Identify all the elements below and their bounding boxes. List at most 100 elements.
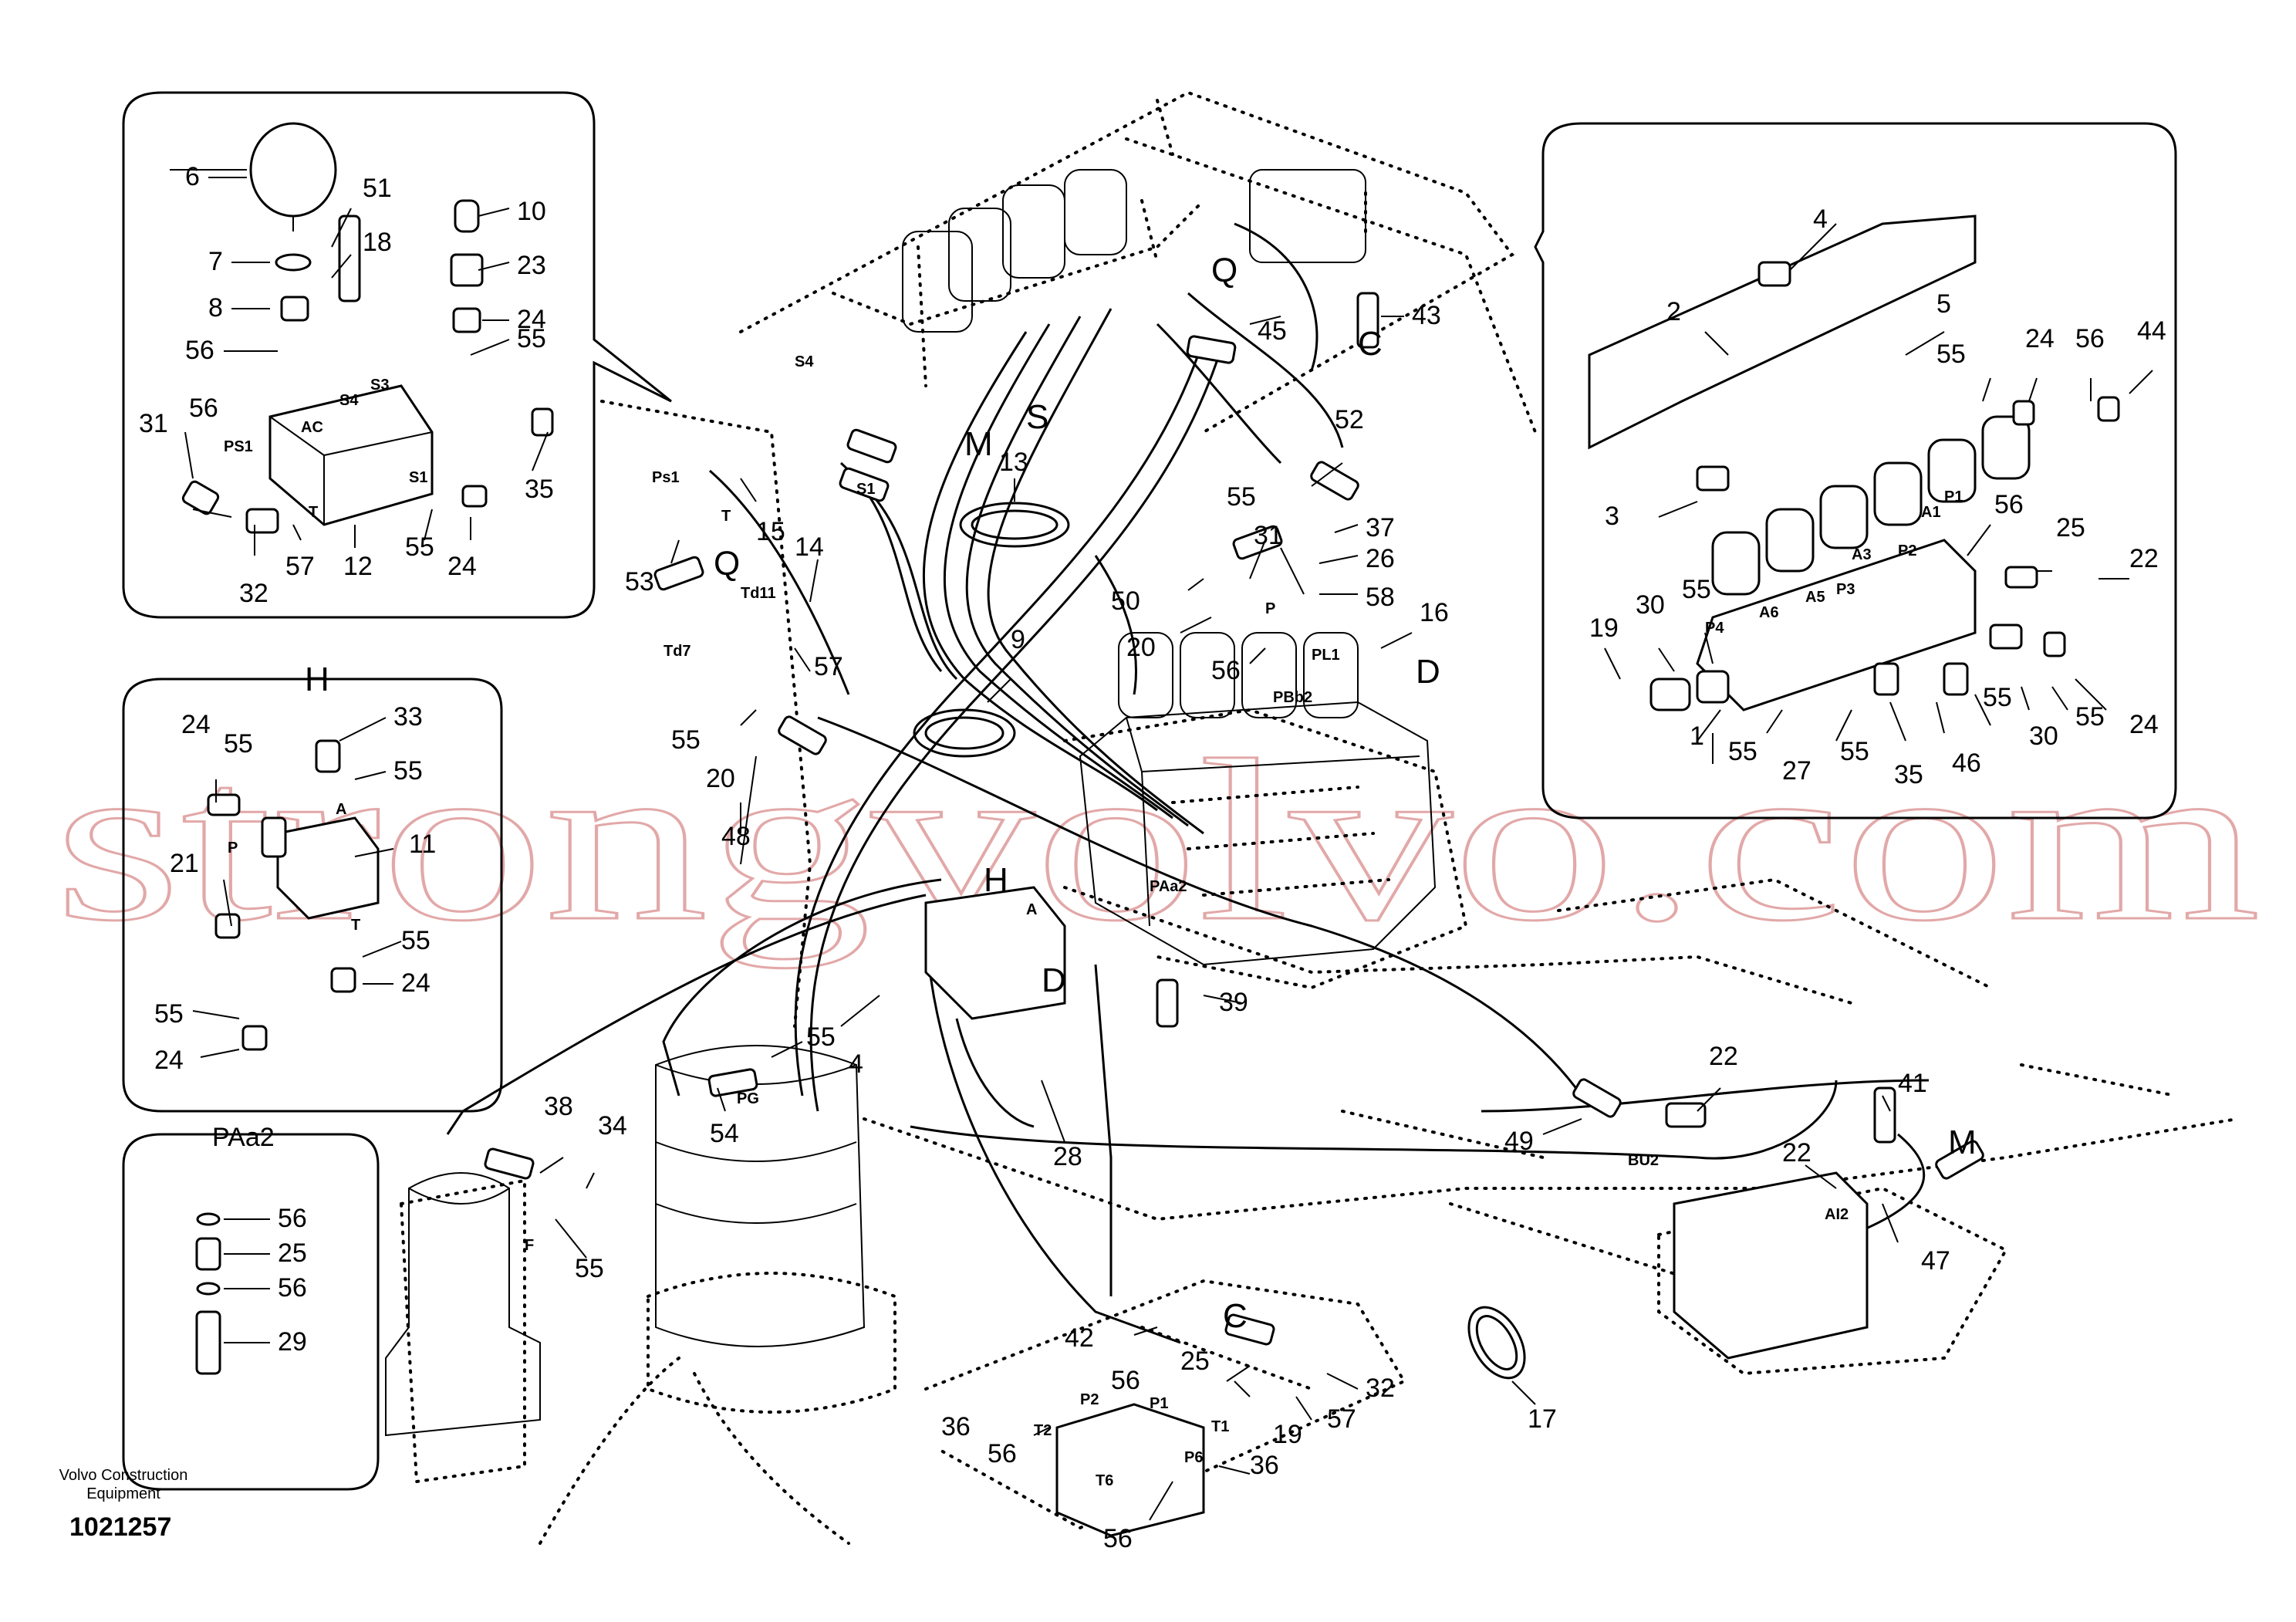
callout-36b: 36 — [1250, 1451, 1279, 1480]
center-h-block — [924, 886, 1066, 1020]
callout-35b: 35 — [1894, 760, 1923, 789]
callout-4b: 4 — [849, 1049, 863, 1079]
callout-18: 18 — [363, 228, 392, 257]
callout-24e: 24 — [154, 1046, 184, 1075]
port-ac: AC — [301, 419, 323, 436]
port-f: F — [525, 1237, 534, 1254]
callout-30b: 30 — [2029, 721, 2058, 751]
callout-19a: 19 — [1589, 613, 1619, 643]
port-ps1: PS1 — [224, 438, 253, 455]
callout-23: 23 — [517, 251, 546, 280]
callout-54: 54 — [710, 1119, 739, 1148]
port-t-h: T — [351, 917, 360, 934]
callout-45: 45 — [1258, 316, 1287, 346]
port-a-center: A — [1026, 901, 1037, 918]
port-p4: P4 — [1705, 620, 1724, 637]
callout-24d: 24 — [401, 968, 430, 998]
port-a: A — [336, 801, 346, 818]
callout-20b: 20 — [1126, 633, 1156, 662]
port-s4-center: S4 — [795, 353, 814, 370]
callout-31b: 31 — [1254, 521, 1283, 550]
port-td11: Td11 — [741, 585, 776, 602]
callout-25a: 25 — [278, 1238, 307, 1268]
letter-q-top: Q — [1211, 252, 1237, 289]
port-ps1-center: Ps1 — [652, 469, 680, 486]
letter-h-center: H — [984, 861, 1008, 899]
callout-50: 50 — [1111, 586, 1140, 616]
callout-56j: 56 — [1103, 1524, 1133, 1553]
callout-55c: 55 — [224, 729, 253, 759]
callout-55p: 55 — [575, 1254, 604, 1283]
callout-17: 17 — [1528, 1404, 1557, 1434]
callout-38: 38 — [544, 1092, 573, 1121]
callout-47: 47 — [1921, 1246, 1950, 1276]
maker-label: Volvo Construction Equipment — [39, 1466, 208, 1503]
callout-28: 28 — [1053, 1142, 1082, 1171]
callout-27: 27 — [1782, 756, 1811, 786]
callout-32a: 32 — [239, 579, 268, 608]
callout-55m: 55 — [1983, 683, 2012, 712]
port-paa2-center: PAa2 — [1150, 878, 1187, 895]
callout-56i: 56 — [988, 1439, 1017, 1468]
port-s1: S1 — [409, 469, 427, 486]
callout-20a: 20 — [706, 764, 735, 793]
port-s1-center: S1 — [856, 481, 875, 498]
inset-accumulator-block — [122, 91, 672, 619]
callout-57c: 57 — [1327, 1404, 1356, 1434]
callout-32b: 32 — [1366, 1374, 1395, 1403]
center-swivel-joint — [385, 1172, 541, 1437]
callout-49: 49 — [1504, 1127, 1534, 1156]
callout-22c: 22 — [1782, 1138, 1811, 1168]
port-t-center: T — [721, 508, 731, 525]
right-manifold-block — [1673, 1171, 1869, 1360]
callout-10: 10 — [517, 197, 546, 226]
callout-48: 48 — [721, 822, 751, 851]
callout-25c: 25 — [1180, 1347, 1210, 1376]
callout-11: 11 — [409, 830, 436, 859]
callout-58: 58 — [1366, 583, 1395, 612]
callout-33: 33 — [393, 702, 423, 732]
inset-h-title: H — [305, 661, 329, 698]
callout-24b: 24 — [447, 552, 477, 581]
callout-56a: 56 — [185, 336, 214, 365]
port-a1: A1 — [1921, 504, 1941, 521]
port-s4: S4 — [339, 392, 359, 409]
callout-46: 46 — [1952, 748, 1981, 778]
callout-16: 16 — [1420, 598, 1449, 627]
figure-number: 1021257 — [69, 1512, 172, 1542]
callout-7: 7 — [208, 247, 223, 276]
callout-29: 29 — [278, 1327, 307, 1357]
callout-51: 51 — [363, 174, 392, 203]
letter-m-top: M — [964, 425, 993, 463]
callout-39: 39 — [1219, 988, 1248, 1017]
callout-55f: 55 — [154, 999, 184, 1029]
callout-55o: 55 — [806, 1022, 836, 1052]
callout-24g: 24 — [2129, 710, 2159, 739]
port-p1-bottom: P1 — [1150, 1395, 1168, 1412]
callout-6: 6 — [185, 162, 200, 191]
connection-letters: Q Q S M M C C D D H — [714, 252, 1977, 1335]
callout-55k: 55 — [1728, 737, 1757, 766]
callout-55i: 55 — [1936, 340, 1966, 369]
callout-53: 53 — [625, 567, 654, 596]
port-bu2: BU2 — [1628, 1152, 1659, 1169]
callout-14: 14 — [795, 532, 824, 562]
callout-52: 52 — [1335, 405, 1364, 434]
letter-c-top: C — [1358, 325, 1383, 363]
callout-56h: 56 — [1111, 1366, 1140, 1395]
port-labels: AC S4 S3 S1 PS1 T A P T P4 A6 A5 P3 A3 P… — [224, 353, 1963, 1489]
port-p1: P1 — [1944, 488, 1963, 505]
callout-36a: 36 — [941, 1412, 971, 1441]
callout-21: 21 — [170, 849, 199, 878]
port-pbb2: PBb2 — [1273, 689, 1312, 706]
callout-42: 42 — [1065, 1323, 1094, 1353]
port-p2: P2 — [1898, 542, 1916, 559]
callout-55g: 55 — [671, 725, 701, 755]
letter-s: S — [1026, 398, 1048, 436]
callout-numbers: 6 51 10 18 23 7 8 24 56 55 31 56 35 12 5… — [139, 162, 2166, 1553]
callout-31a: 31 — [139, 409, 168, 438]
port-t: T — [309, 504, 318, 521]
callout-56e: 56 — [1211, 656, 1241, 685]
callout-57b: 57 — [814, 652, 843, 681]
callout-3: 3 — [1605, 502, 1619, 531]
